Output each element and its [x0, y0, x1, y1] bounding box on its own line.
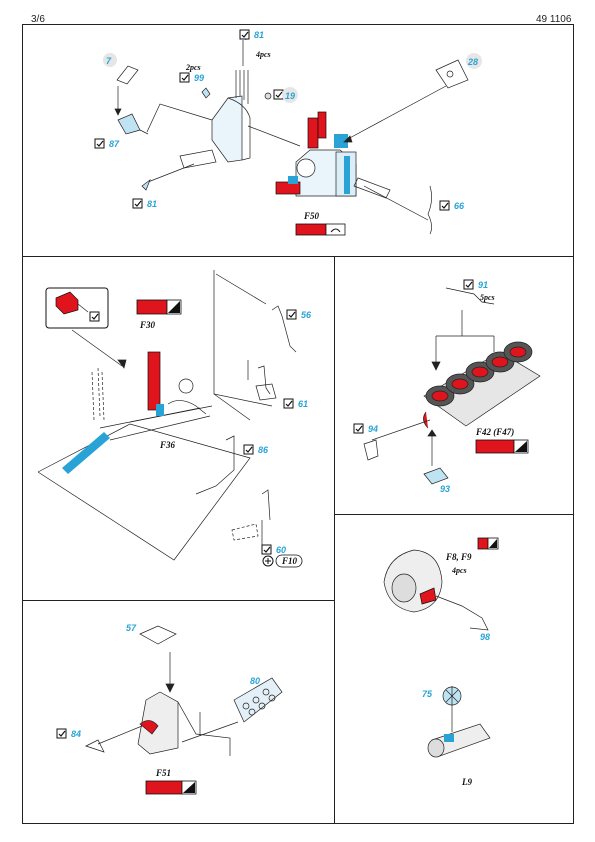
callout-93: 93 [440, 484, 450, 494]
panel-bottom-left [22, 600, 335, 824]
check-icon [286, 309, 297, 320]
check-icon [353, 423, 364, 434]
label-f42: F42 (F47) [475, 427, 514, 437]
check-icon [243, 444, 254, 455]
middle-left-assembly [37, 270, 297, 561]
label-f50: F50 [303, 211, 320, 221]
paint-swatch-icon [136, 299, 168, 315]
callout-75: 75 [422, 689, 433, 699]
bottom-left-assembly [85, 625, 283, 756]
callout-57: 57 [126, 623, 137, 633]
bend-icon [330, 228, 341, 233]
middle-right-assembly [363, 287, 541, 485]
check-icon [273, 89, 284, 100]
qty-5pcs: 5pcs [480, 293, 495, 302]
lower-right-assembly [383, 549, 491, 758]
check-icon [439, 200, 450, 211]
callout-80: 80 [250, 676, 260, 686]
check-icon [132, 198, 143, 209]
callout-60: 60 [276, 545, 286, 555]
callout-86: 86 [258, 445, 269, 455]
label-f30: F30 [139, 320, 156, 330]
label-f8-f9: F8, F9 [445, 552, 472, 562]
callout-98: 98 [480, 632, 490, 642]
kit-code: 49 1106 [536, 14, 572, 25]
callout-56: 56 [301, 310, 312, 320]
paint-swatch-icon [477, 537, 489, 550]
callout-28: 28 [467, 57, 478, 67]
label-f10: F10 [281, 556, 298, 566]
page-number: 3/6 [31, 14, 45, 25]
check-icon [463, 279, 474, 290]
callout-91: 91 [478, 280, 488, 290]
callout-87: 87 [109, 139, 120, 149]
check-icon [56, 728, 67, 739]
check-icon [94, 138, 105, 149]
paint-swatch-icon [295, 223, 327, 236]
paint-swatch-icon [475, 439, 515, 454]
qty-2pcs: 2pcs [185, 63, 201, 72]
top-assembly [103, 33, 469, 235]
callout-81-bottom: 81 [147, 199, 157, 209]
callout-61: 61 [298, 399, 308, 409]
callout-94: 94 [368, 424, 378, 434]
callout-7: 7 [106, 56, 112, 66]
qty-4pcs: 4pcs [255, 50, 271, 59]
check-icon [283, 398, 294, 409]
check-icon [179, 72, 190, 83]
label-f36: F36 [159, 440, 176, 450]
label-f51: F51 [155, 768, 171, 778]
callout-84: 84 [71, 729, 81, 739]
callout-81-top: 81 [254, 30, 264, 40]
qty-4pcs-lower: 4pcs [451, 566, 467, 575]
check-icon [239, 29, 250, 40]
check-icon [261, 544, 272, 555]
paint-swatch-icon [145, 780, 183, 795]
label-l9: L9 [461, 777, 472, 787]
callout-99: 99 [194, 73, 204, 83]
callout-66: 66 [454, 201, 465, 211]
callout-19: 19 [285, 91, 295, 101]
